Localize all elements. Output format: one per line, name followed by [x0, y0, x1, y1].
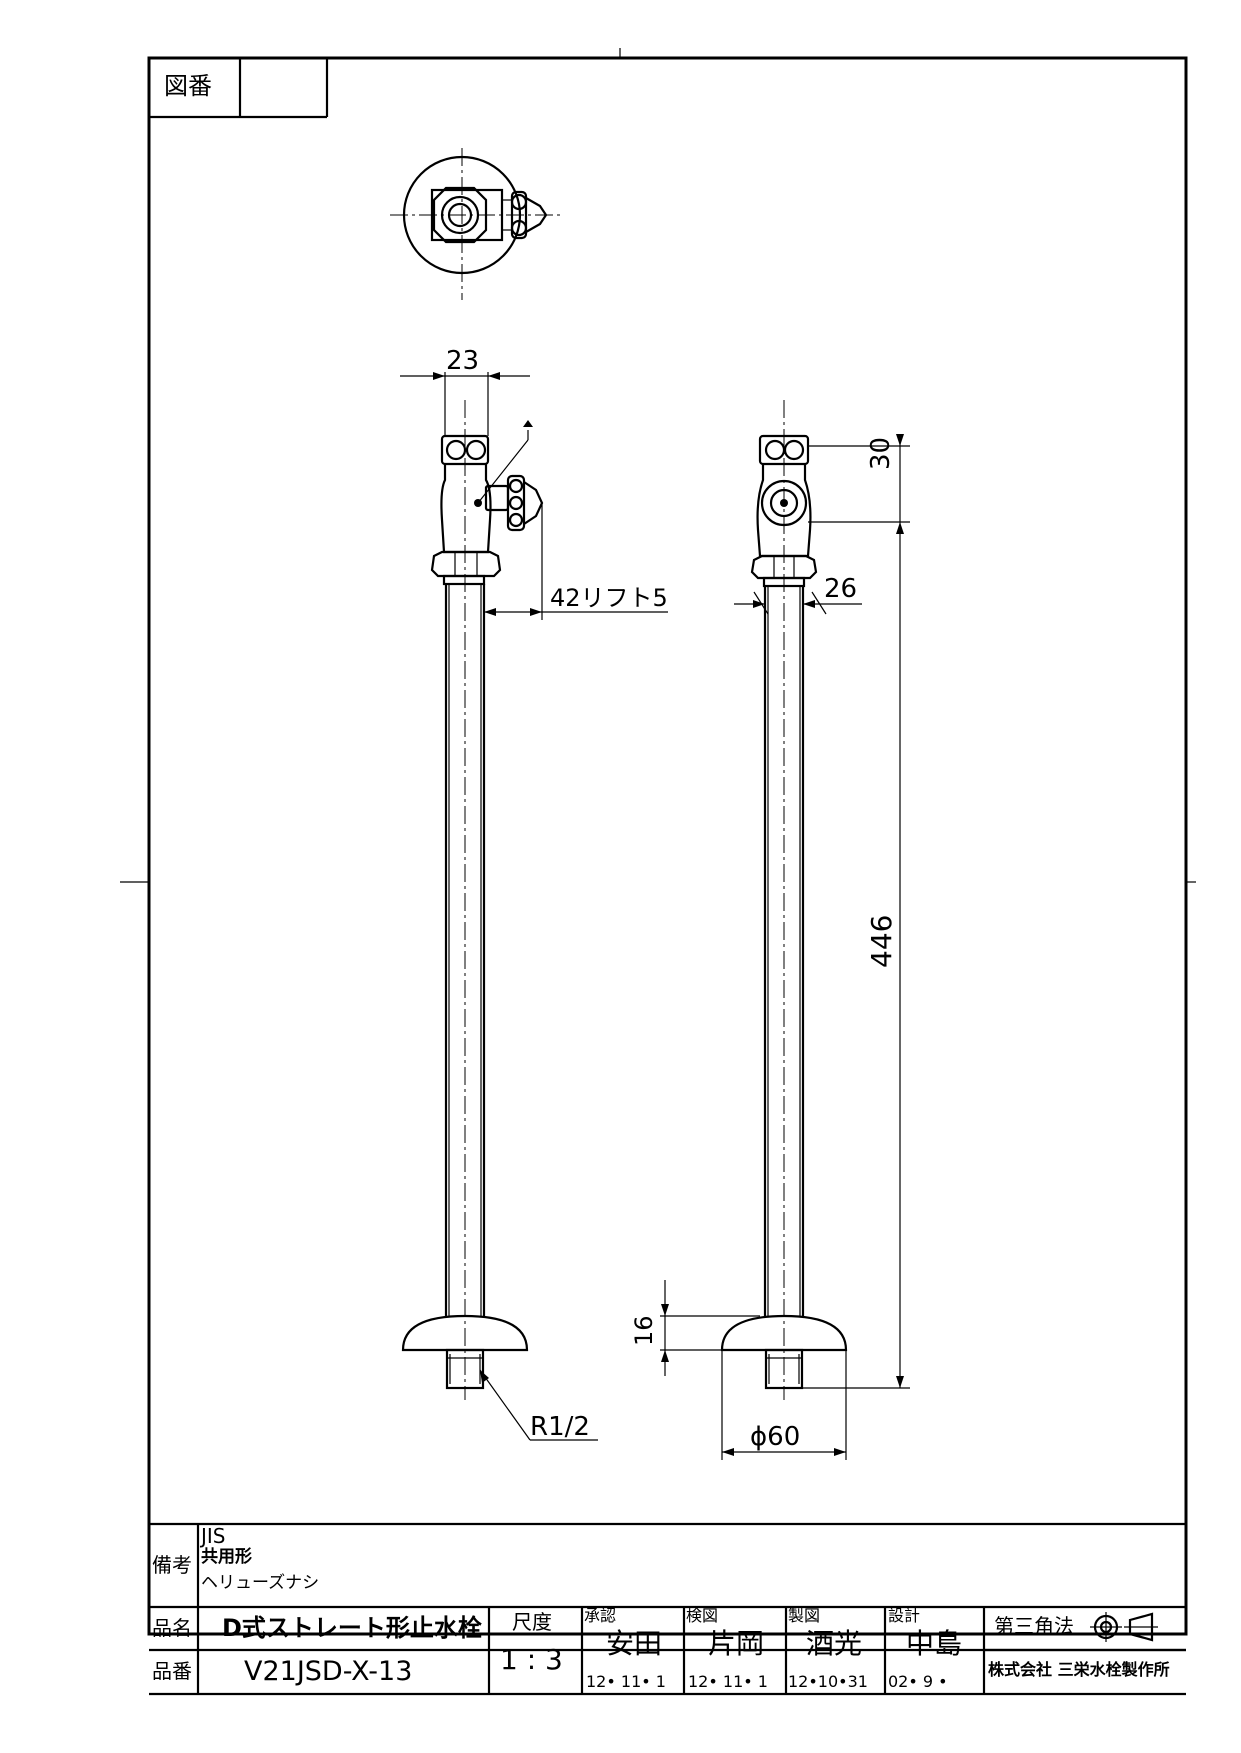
design-label: 設計 — [888, 1606, 921, 1625]
front-view — [401, 400, 544, 1400]
design-name: 中島 — [906, 1627, 963, 1660]
dim-42-lift-5: 42リフト5 — [550, 584, 668, 612]
design-date: 02• 9 • — [888, 1672, 948, 1691]
draw-label: 製図 — [788, 1606, 821, 1625]
dim-30: 30 — [866, 436, 896, 470]
approve-label: 承認 — [584, 1606, 617, 1625]
notes-line3: ヘリューズナシ — [201, 1573, 320, 1593]
front-dimensions — [400, 372, 668, 1441]
dim-446: 446 — [865, 914, 898, 968]
hinban-value: V21JSD-X-13 — [244, 1656, 413, 1687]
scale-label: 尺度 — [512, 1610, 552, 1634]
draw-date: 12•10•31 — [788, 1672, 868, 1691]
approve-date: 12• 11• 1 — [586, 1672, 666, 1691]
zuban-label: 図番 — [164, 72, 212, 100]
top-view — [390, 148, 560, 300]
scale-value: 1 : 3 — [500, 1643, 563, 1676]
notes-line1: JIS — [201, 1524, 226, 1548]
dim-r12: R1/2 — [530, 1412, 590, 1442]
check-name: 片岡 — [708, 1627, 765, 1660]
third-angle-projection-symbol — [1090, 1612, 1158, 1642]
draw-name: 酒光 — [806, 1627, 863, 1660]
approve-name: 安田 — [606, 1627, 663, 1660]
side-dimensions — [660, 434, 910, 1460]
company-name: 株式会社 三栄水栓製作所 — [988, 1660, 1170, 1679]
dim-16: 16 — [630, 1315, 658, 1346]
hinban-label: 品番 — [152, 1659, 192, 1683]
dim-phi60: ϕ60 — [750, 1422, 801, 1452]
side-view — [720, 400, 848, 1400]
check-label: 検図 — [686, 1606, 719, 1625]
check-date: 12• 11• 1 — [688, 1672, 768, 1691]
notes-label: 備考 — [152, 1553, 192, 1577]
notes-line2: 共用形 — [201, 1547, 252, 1567]
dim-23: 23 — [446, 346, 480, 376]
drawing-number-box — [149, 58, 329, 119]
dim-26: 26 — [824, 574, 858, 604]
drawing-frame — [147, 56, 1188, 1636]
title-block-grid — [149, 1522, 1186, 1696]
projection-method: 第三角法 — [994, 1614, 1074, 1638]
hinmei-label: 品名 — [152, 1616, 192, 1640]
hinmei-value: D式ストレート形止水栓 — [222, 1614, 482, 1642]
